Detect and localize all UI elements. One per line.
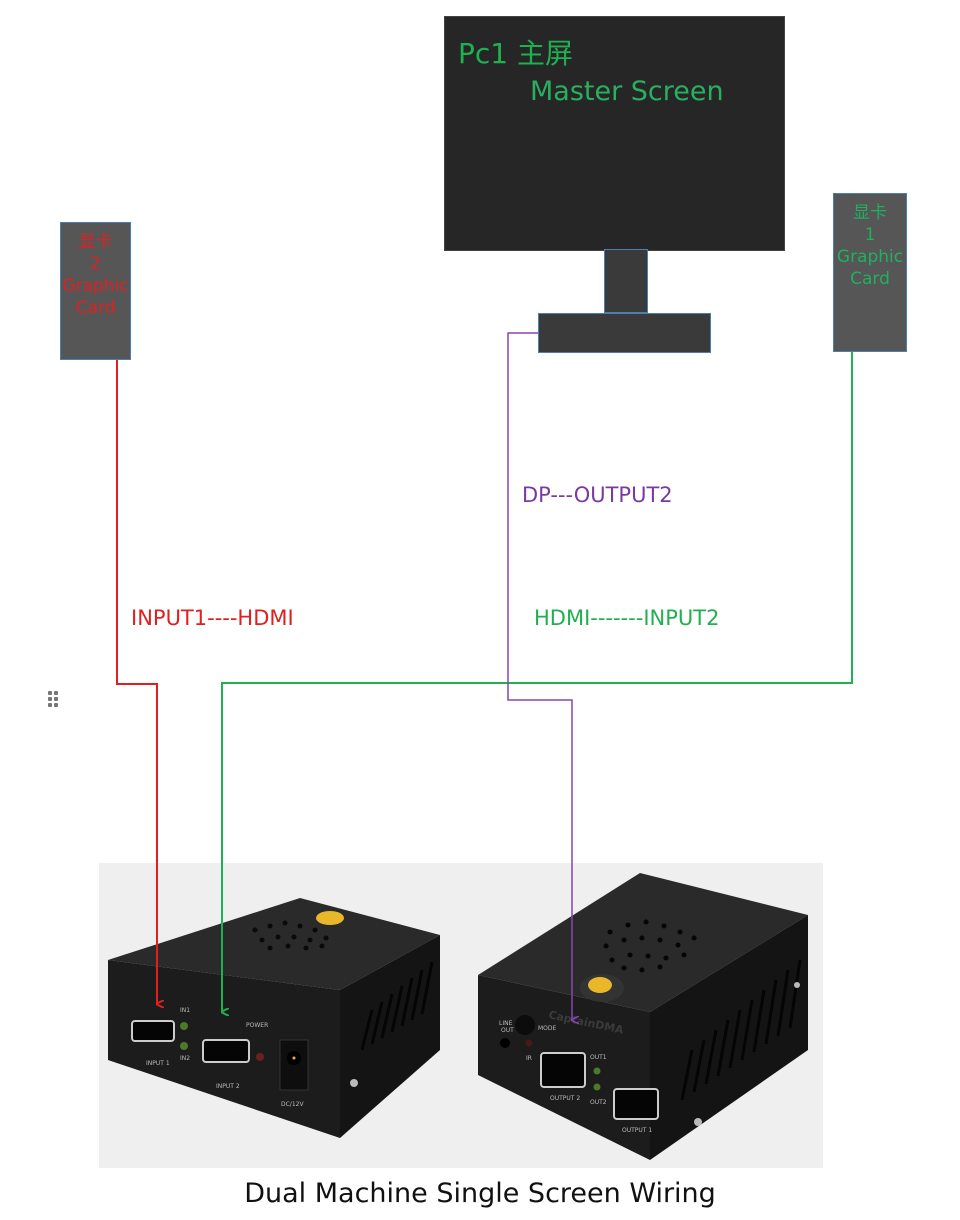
svg-text:INPUT 1: INPUT 1 [146, 1060, 170, 1067]
label-input1-hdmi: INPUT1----HDMI [131, 606, 294, 630]
monitor-title: Pc1 主屏 [458, 37, 573, 70]
line-out-jack [500, 1038, 510, 1048]
power-led [256, 1053, 264, 1061]
graphic-card-2: 显卡 2 Graphic Card [60, 222, 131, 360]
svg-text:IR: IR [526, 1055, 532, 1062]
graphic-card-2-label-2: Card [75, 298, 116, 318]
svg-text:DC/12V: DC/12V [281, 1101, 304, 1108]
monitor-subtitle: Master Screen [530, 76, 724, 107]
svg-text:LINE: LINE [499, 1020, 513, 1027]
input-2-port [202, 1039, 250, 1063]
in1-led [180, 1022, 188, 1030]
ir-led [525, 1039, 533, 1047]
master-monitor-screen [444, 16, 785, 251]
mode-button [515, 1015, 535, 1035]
svg-text:IN2: IN2 [180, 1055, 190, 1062]
svg-text:POWER: POWER [246, 1022, 268, 1029]
monitor-stand-base [538, 313, 711, 353]
svg-text:OUTPUT 1: OUTPUT 1 [622, 1127, 652, 1134]
svg-text:IN1: IN1 [180, 1007, 190, 1014]
drag-handle-icon[interactable] [46, 690, 60, 710]
graphic-card-2-cn: 显卡 [78, 232, 113, 252]
label-dp-output2: DP---OUTPUT2 [522, 483, 673, 507]
svg-text:INPUT 2: INPUT 2 [216, 1083, 240, 1090]
graphic-card-2-label: Graphic [62, 276, 129, 296]
wire-red-input1 [116, 360, 157, 1004]
monitor-stand-neck [604, 249, 648, 313]
wire-green-input2 [221, 352, 853, 1012]
svg-text:OUTPUT 2: OUTPUT 2 [550, 1095, 580, 1102]
svg-text:OUT: OUT [501, 1027, 514, 1034]
wire-purple-output2 [507, 332, 572, 1020]
graphic-card-1: 显卡 1 Graphic Card [833, 193, 907, 352]
graphic-card-1-number: 1 [864, 225, 876, 245]
svg-text:OUT2: OUT2 [590, 1099, 607, 1106]
graphic-card-1-label-2: Card [850, 269, 890, 289]
label-hdmi-input2: HDMI-------INPUT2 [534, 606, 720, 630]
graphic-card-1-cn: 显卡 [853, 203, 887, 223]
output-1-port [613, 1088, 659, 1120]
graphic-card-1-label: Graphic [836, 247, 904, 267]
input-1-port [131, 1020, 175, 1042]
graphic-card-2-number: 2 [90, 254, 101, 274]
diagram-caption: Dual Machine Single Screen Wiring [244, 1178, 716, 1209]
out1-led [593, 1067, 601, 1075]
svg-text:MODE: MODE [538, 1025, 557, 1032]
svg-text:OUT1: OUT1 [590, 1054, 607, 1061]
in2-led [180, 1042, 188, 1050]
output-2-port [540, 1052, 586, 1088]
out2-led [593, 1083, 601, 1091]
